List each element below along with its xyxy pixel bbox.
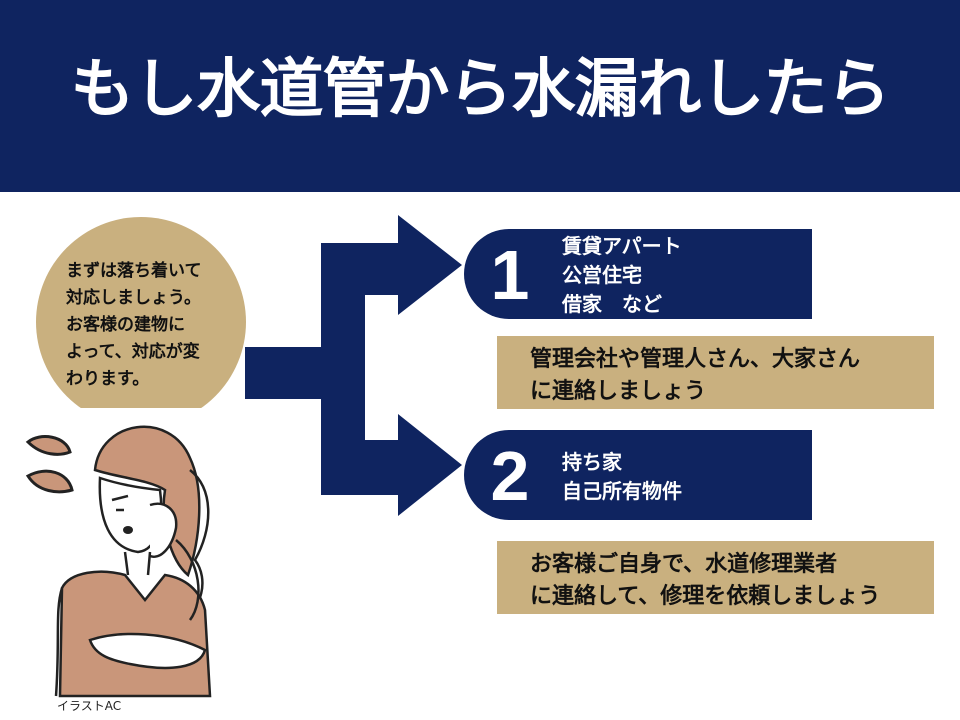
connector-bar	[245, 347, 325, 399]
case-1-header	[464, 229, 812, 319]
case-2-types: 持ち家 自己所有物件	[562, 448, 682, 506]
page-title: もし水道管から水漏れしたら	[70, 53, 891, 127]
advice-line: に連絡して、修理を依頼しましょう	[530, 584, 881, 609]
advice-line: に連絡しましょう	[530, 379, 707, 404]
arrow-to-case-2	[365, 414, 462, 516]
case-type-line: 賃貸アパート	[562, 234, 682, 258]
case-2-number: 2	[490, 437, 530, 515]
case-type-line: 公営住宅	[562, 263, 642, 287]
intro-text: まずは落ち着いて 対応しましょう。 お客様の建物に よって、対応が変 わります。	[66, 258, 238, 393]
worried-woman-on-phone-illustration	[2, 408, 250, 698]
intro-line: お客様の建物に	[66, 315, 185, 335]
case-1-number: 1	[490, 236, 530, 314]
case-type-line: 借家 など	[562, 292, 662, 316]
case-2-header	[464, 430, 812, 520]
advice-line: 管理会社や管理人さん、大家さん	[530, 347, 861, 372]
case-type-line: 持ち家	[562, 450, 622, 474]
case-1-types: 賃貸アパート 公営住宅 借家 など	[562, 232, 682, 319]
case-type-line: 自己所有物件	[562, 479, 682, 503]
intro-line: まずは落ち着いて	[66, 261, 202, 281]
intro-circle	[36, 217, 246, 427]
intro-line: 対応しましょう。	[66, 288, 201, 308]
advice-line: お客様ご自身で、水道修理業者	[530, 552, 838, 577]
arrow-to-case-1	[365, 215, 462, 315]
case-1-advice: 管理会社や管理人さん、大家さん に連絡しましょう	[497, 336, 934, 409]
intro-line: よって、対応が変	[66, 342, 200, 362]
header-banner: もし水道管から水漏れしたら	[0, 0, 960, 192]
case-2-advice: お客様ご自身で、水道修理業者 に連絡して、修理を依頼しましょう	[497, 541, 934, 614]
intro-line: わります。	[66, 369, 150, 389]
illustration-credit: イラストAC	[57, 699, 122, 713]
branch-trunk	[321, 243, 365, 495]
